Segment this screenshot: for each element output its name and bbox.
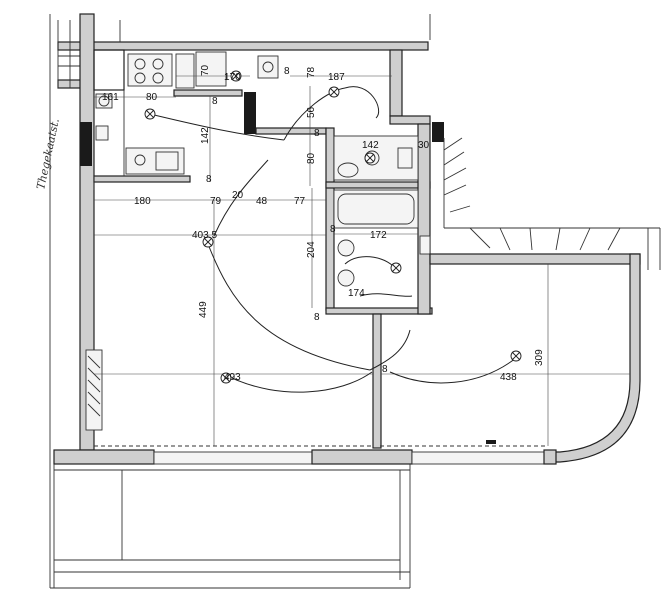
dimension-label: 174 bbox=[348, 288, 365, 299]
dimension-label: 204 bbox=[306, 241, 317, 258]
electrical-wiring bbox=[149, 86, 517, 393]
dimension-label: 78 bbox=[306, 66, 317, 78]
dimension-label: 20 bbox=[232, 190, 244, 201]
dimension-label: 8 bbox=[314, 312, 320, 323]
column-left bbox=[80, 122, 92, 166]
dimension-label: 8 bbox=[314, 128, 320, 139]
dimension-label: 8 bbox=[330, 224, 336, 235]
dimension-label: 8 bbox=[284, 66, 290, 77]
dimension-label: 56 bbox=[306, 106, 317, 118]
ceiling-lamp bbox=[144, 108, 156, 120]
dimension-lines bbox=[94, 75, 630, 446]
handwritten-note: Thegekaatst. bbox=[34, 117, 62, 190]
window-2 bbox=[411, 451, 545, 465]
dimension-label: 172 bbox=[370, 230, 387, 241]
dimension-label: 80 bbox=[146, 92, 158, 103]
wet-rooms bbox=[325, 123, 433, 315]
column-center bbox=[244, 92, 256, 134]
dimension-label: 309 bbox=[534, 349, 545, 366]
column-right bbox=[432, 122, 444, 142]
dimension-label: 180 bbox=[134, 196, 151, 207]
dimension-label: 48 bbox=[256, 196, 268, 207]
dimension-label: 438 bbox=[500, 372, 517, 383]
ceiling-lamp bbox=[510, 350, 522, 362]
left-exterior-wall bbox=[79, 13, 103, 451]
dimension-label: 187 bbox=[328, 72, 345, 83]
dimension-label: 142 bbox=[362, 140, 379, 151]
bottom-facade bbox=[53, 440, 557, 588]
dimension-label: 493 bbox=[224, 372, 241, 383]
ceiling-lamp bbox=[220, 372, 232, 384]
dimension-label: 8 bbox=[382, 364, 388, 375]
dimension-label: 449 bbox=[198, 301, 209, 318]
ceiling-lamp bbox=[364, 152, 376, 164]
sheet-frame bbox=[49, 14, 431, 589]
window-1 bbox=[153, 451, 313, 465]
staircase bbox=[443, 137, 661, 270]
dimension-label: 142 bbox=[200, 127, 211, 144]
dimension-label: 70 bbox=[200, 64, 211, 76]
wc-washbasin bbox=[337, 162, 359, 178]
top-corridor-walls bbox=[57, 20, 429, 89]
dimension-label: 80 bbox=[306, 152, 317, 164]
dimension-label: 8 bbox=[206, 174, 212, 185]
kitchen bbox=[93, 49, 243, 190]
dimension-label: 77 bbox=[294, 196, 306, 207]
living-room-walls bbox=[94, 253, 641, 463]
dimension-label: 403.5 bbox=[192, 230, 217, 241]
bath-basin-2 bbox=[337, 269, 355, 287]
dimension-label: 30 bbox=[418, 140, 430, 151]
dimension-label: 161 bbox=[102, 92, 119, 103]
stove bbox=[127, 53, 173, 87]
dimension-label: 8 bbox=[212, 96, 218, 107]
hall-top bbox=[195, 49, 444, 142]
bath-basin-1 bbox=[337, 239, 355, 257]
ceiling-lamp bbox=[230, 70, 242, 82]
dimension-label: 170 bbox=[224, 72, 241, 83]
ceiling-lamp bbox=[202, 236, 214, 248]
ceiling-lamp bbox=[390, 262, 402, 274]
ceiling-lamp bbox=[328, 86, 340, 98]
dimension-label: 79 bbox=[210, 196, 222, 207]
